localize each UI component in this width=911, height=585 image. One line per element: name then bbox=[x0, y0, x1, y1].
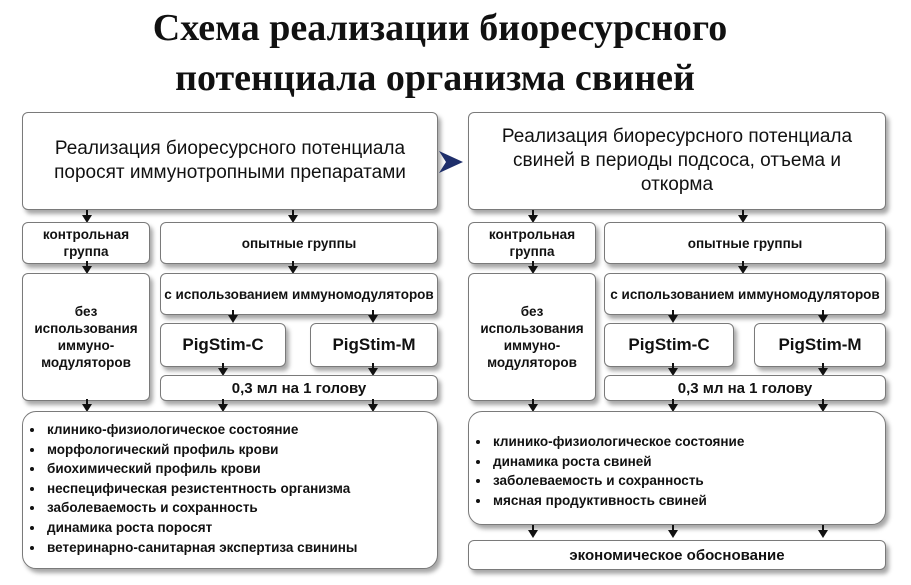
right-header-text: Реализация биоресурсного потенциала свин… bbox=[501, 126, 853, 195]
right-arrow-without bbox=[528, 261, 538, 274]
list-item: неспецифическая резистентность организма bbox=[45, 479, 357, 499]
left-header-box: Реализация биоресурсного потенциала поро… bbox=[22, 112, 438, 210]
right-control-group-box: контрольная группа bbox=[468, 222, 596, 264]
left-control-group-box: контрольная группа bbox=[22, 222, 150, 264]
left-drug2-label: PigStim-M bbox=[332, 335, 416, 354]
left-control-group-label: контрольная группа bbox=[42, 227, 130, 259]
list-item: клинико-физиологическое состояние bbox=[45, 420, 357, 440]
right-arrow-results3 bbox=[818, 399, 828, 412]
right-arrow-with bbox=[738, 261, 748, 274]
left-arrow-results2 bbox=[218, 399, 228, 412]
left-arrow-results3 bbox=[368, 399, 378, 412]
right-arrow-economic3 bbox=[818, 525, 828, 538]
left-with-label: с использованием иммуномодуляторов bbox=[164, 286, 434, 302]
left-header-text: Реализация биоресурсного потенциала поро… bbox=[54, 138, 406, 183]
transition-arrow-icon bbox=[439, 151, 463, 173]
right-control-group-label: контрольная группа bbox=[488, 227, 576, 259]
left-arrow-with bbox=[288, 261, 298, 274]
list-item: биохимический профиль крови bbox=[45, 459, 357, 479]
list-item: заболеваемость и сохранность bbox=[45, 498, 357, 518]
left-drug2-box: PigStim-M bbox=[310, 323, 438, 367]
left-without-box: без использования иммуно-модуляторов bbox=[22, 273, 150, 401]
left-dose-box: 0,3 мл на 1 голову bbox=[160, 375, 438, 401]
left-arrow-control bbox=[82, 210, 92, 223]
right-drug2-label: PigStim-M bbox=[778, 335, 862, 354]
right-with-label: с использованием иммуномодуляторов bbox=[610, 286, 880, 302]
right-drug1-box: PigStim-C bbox=[604, 323, 734, 367]
right-arrow-experimental bbox=[738, 210, 748, 223]
right-arrow-dose1 bbox=[668, 363, 678, 376]
left-with-box: с использованием иммуномодуляторов bbox=[160, 273, 438, 315]
left-arrow-results1 bbox=[82, 399, 92, 412]
list-item: динамика роста поросят bbox=[45, 518, 357, 538]
left-arrow-experimental bbox=[288, 210, 298, 223]
list-item: заболеваемость и сохранность bbox=[491, 471, 744, 491]
right-dose-box: 0,3 мл на 1 голову bbox=[604, 375, 886, 401]
right-economic-box: экономическое обоснование bbox=[468, 540, 886, 570]
right-without-box: без использования иммуно-модуляторов bbox=[468, 273, 596, 401]
left-drug1-label: PigStim-C bbox=[182, 335, 264, 354]
right-drug2-box: PigStim-M bbox=[754, 323, 886, 367]
right-arrow-control bbox=[528, 210, 538, 223]
right-experimental-groups-box: опытные группы bbox=[604, 222, 886, 264]
diagram-title-line2: потенциала организма свиней bbox=[175, 57, 695, 99]
right-drug1-label: PigStim-C bbox=[628, 335, 710, 354]
right-economic-label: экономическое обоснование bbox=[569, 546, 785, 564]
left-arrow-dose2 bbox=[368, 363, 378, 376]
right-arrow-results1 bbox=[528, 399, 538, 412]
list-item: клинико-физиологическое состояние bbox=[491, 432, 744, 452]
right-results-list: клинико-физиологическое состояние динами… bbox=[469, 432, 744, 510]
left-experimental-groups-label: опытные группы bbox=[241, 235, 357, 251]
list-item: ветеринарно-санитарная экспертиза свинин… bbox=[45, 538, 357, 558]
left-arrow-dose1 bbox=[218, 363, 228, 376]
left-experimental-groups-box: опытные группы bbox=[160, 222, 438, 264]
left-results-list: клинико-физиологическое состояние морфол… bbox=[23, 420, 357, 557]
right-experimental-groups-label: опытные группы bbox=[687, 235, 803, 251]
left-arrow-drug2 bbox=[368, 310, 378, 323]
left-arrow-without bbox=[82, 261, 92, 274]
right-results-box: клинико-физиологическое состояние динами… bbox=[468, 411, 886, 525]
right-arrow-drug2 bbox=[818, 310, 828, 323]
list-item: динамика роста свиней bbox=[491, 452, 744, 472]
right-dose-label: 0,3 мл на 1 голову bbox=[677, 379, 813, 397]
left-results-box: клинико-физиологическое состояние морфол… bbox=[22, 411, 438, 569]
right-arrow-dose2 bbox=[818, 363, 828, 376]
right-with-box: с использованием иммуномодуляторов bbox=[604, 273, 886, 315]
right-header-box: Реализация биоресурсного потенциала свин… bbox=[468, 112, 886, 210]
list-item: мясная продуктивность свиней bbox=[491, 491, 744, 511]
left-dose-label: 0,3 мл на 1 голову bbox=[231, 379, 367, 397]
right-arrow-economic2 bbox=[668, 525, 678, 538]
left-drug1-box: PigStim-C bbox=[160, 323, 286, 367]
right-without-label: без использования иммуно-модуляторов bbox=[480, 304, 584, 370]
right-arrow-results2 bbox=[668, 399, 678, 412]
list-item: морфологический профиль крови bbox=[45, 440, 357, 460]
right-arrow-drug1 bbox=[668, 310, 678, 323]
left-arrow-drug1 bbox=[228, 310, 238, 323]
left-without-label: без использования иммуно-модуляторов bbox=[34, 304, 138, 370]
right-arrow-economic1 bbox=[528, 525, 538, 538]
diagram-title-line1: Схема реализации биоресурсного bbox=[152, 7, 728, 49]
